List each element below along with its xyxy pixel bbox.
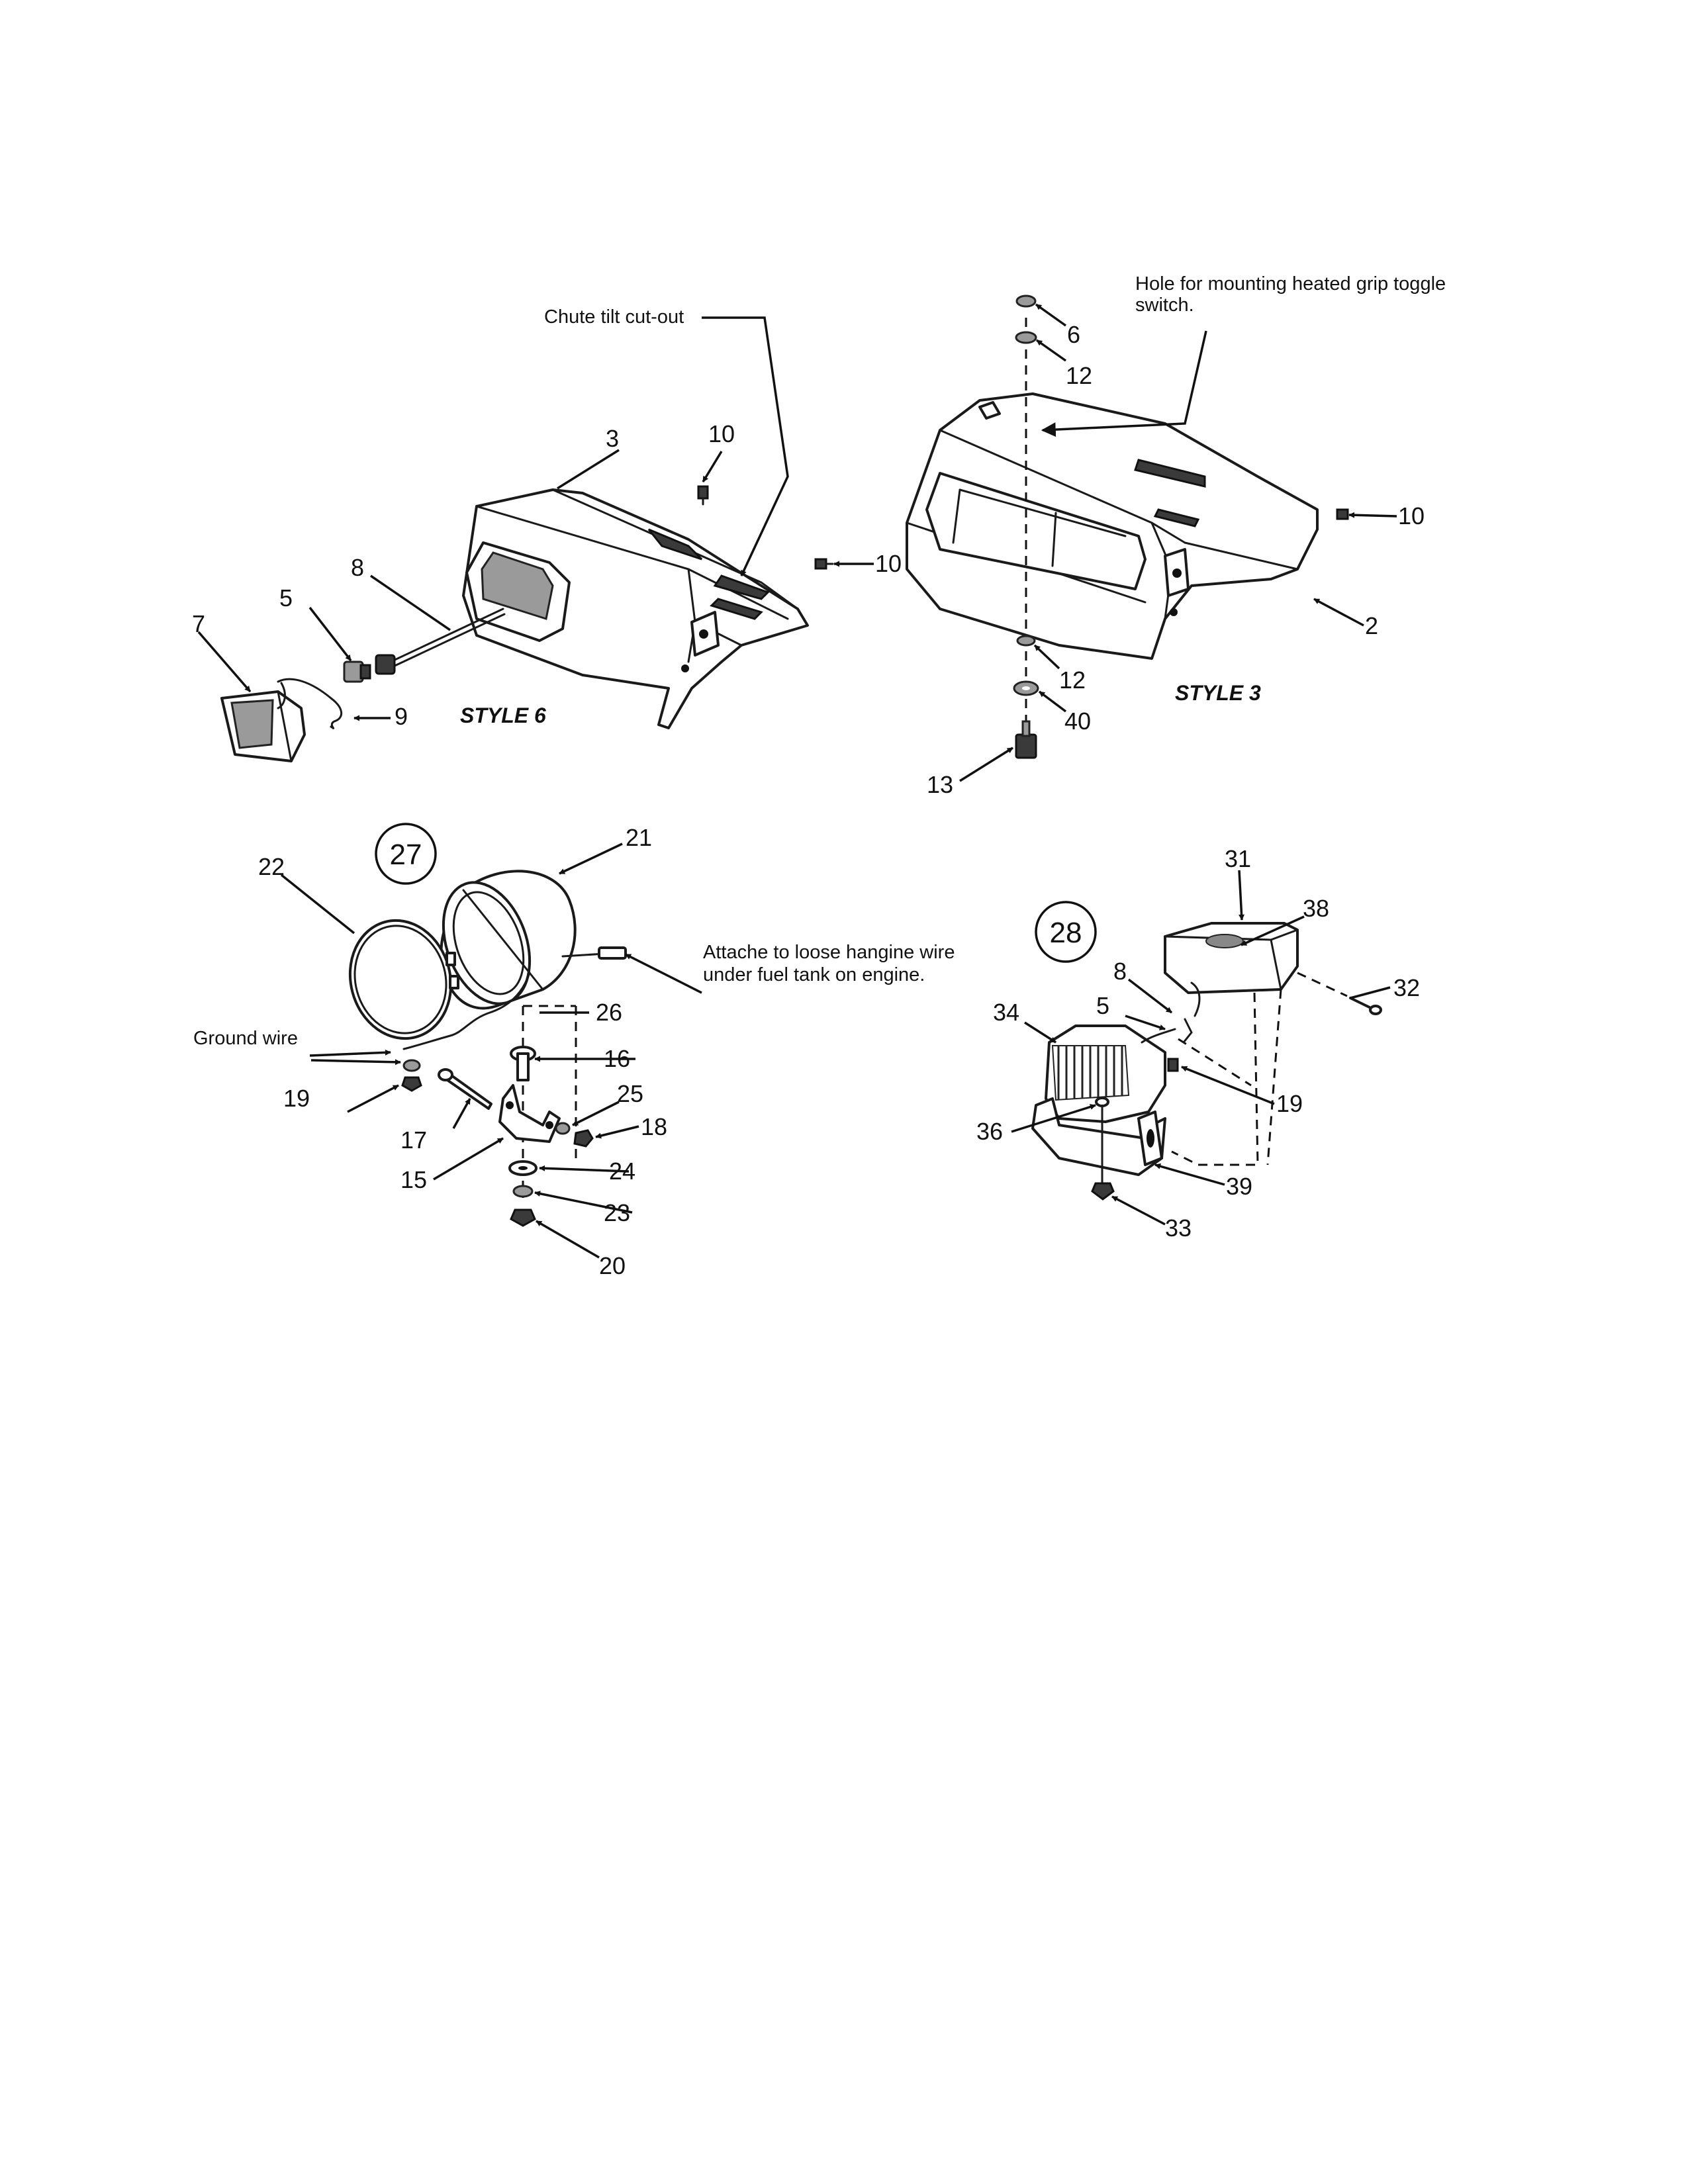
- nut-33: [1091, 1182, 1115, 1201]
- nut-20: [510, 1208, 536, 1227]
- part-number: 32: [1393, 974, 1420, 1001]
- bolt-16: [510, 1046, 536, 1081]
- note-chute-tilt: Chute tilt cut-out: [544, 306, 684, 328]
- note-hole-line1: Hole for mounting heated grip toggle: [1135, 273, 1446, 295]
- part-number: 10: [708, 420, 735, 447]
- style3-assembly: [906, 295, 1397, 782]
- nut-6: [1015, 295, 1037, 308]
- screw-10-style3: [1336, 508, 1349, 520]
- part-number: 26: [596, 999, 622, 1026]
- style6-assembly: [197, 316, 874, 762]
- part-number: 21: [626, 824, 652, 851]
- part-number: 13: [927, 771, 953, 798]
- nut-18: [573, 1129, 594, 1148]
- part-number: 10: [875, 550, 902, 577]
- part-number: 25: [617, 1080, 643, 1107]
- part-number: 10: [1398, 502, 1425, 529]
- washer-12-bottom: [1016, 635, 1036, 647]
- part-number: 5: [279, 584, 293, 612]
- washer-24: [508, 1160, 538, 1176]
- harness-8: [375, 608, 506, 675]
- part-number: 40: [1064, 707, 1091, 735]
- part-number: 23: [604, 1199, 630, 1226]
- part-number: 24: [609, 1158, 635, 1185]
- dash-panel-style3: [906, 392, 1319, 660]
- part-number: 38: [1303, 895, 1329, 922]
- part-number: 12: [1059, 666, 1086, 694]
- lens-34: [1045, 1024, 1166, 1123]
- mount-bracket-39: [1031, 1097, 1166, 1176]
- part-number: 2: [1365, 612, 1378, 639]
- wire-9: [277, 678, 343, 729]
- socket-5-28: [1141, 1028, 1176, 1044]
- callout-27-label: 27: [390, 839, 422, 871]
- part-number: 22: [258, 853, 285, 880]
- nut-19-28: [1167, 1058, 1179, 1072]
- part-number: 19: [1276, 1090, 1303, 1117]
- toggle-switch-13: [1015, 720, 1037, 759]
- part-number: 8: [1113, 958, 1127, 985]
- screw-10-side: [814, 558, 834, 570]
- part-number: 7: [192, 610, 205, 637]
- part-number: 6: [1067, 321, 1080, 348]
- bolt-17: [438, 1068, 492, 1110]
- part-number: 8: [351, 554, 364, 581]
- style6-label: STYLE 6: [460, 704, 546, 727]
- screw-10-top: [697, 485, 709, 506]
- part-number: 9: [395, 703, 408, 730]
- note-attach-line2: under fuel tank on engine.: [703, 964, 925, 985]
- part-number: 19: [283, 1085, 310, 1112]
- lockwasher-23: [512, 1185, 534, 1198]
- light-lens-22: [348, 919, 459, 1040]
- light-housing-31: [1164, 922, 1299, 994]
- part-number: 17: [400, 1126, 427, 1154]
- part-number: 3: [606, 425, 619, 452]
- part-number: 31: [1225, 845, 1251, 872]
- part-number: 20: [599, 1252, 626, 1279]
- note-attach-line1: Attache to loose hangine wire: [703, 942, 955, 963]
- callout-28: 28: [1035, 901, 1097, 963]
- part-number: 5: [1096, 992, 1109, 1019]
- part-number: 18: [641, 1113, 667, 1140]
- part-number: 15: [400, 1166, 427, 1193]
- wire-8-28: [1190, 981, 1201, 1017]
- bolt-32: [1349, 997, 1382, 1015]
- note-ground-wire: Ground wire: [193, 1028, 298, 1049]
- part-number: 34: [993, 999, 1019, 1026]
- bolt-36: [1095, 1097, 1109, 1189]
- washer-12-top: [1015, 331, 1037, 344]
- note-hole-line2: switch.: [1135, 295, 1194, 316]
- dash-panel-style6: [462, 488, 809, 729]
- part-number: 39: [1226, 1173, 1252, 1200]
- style3-label: STYLE 3: [1175, 681, 1261, 705]
- washer-25: [555, 1122, 571, 1135]
- nut-19: [401, 1059, 422, 1092]
- part-number: 36: [976, 1118, 1003, 1145]
- light-assembly-27: [280, 842, 702, 1259]
- part-number: 16: [604, 1045, 630, 1072]
- light-assembly-28: [1011, 870, 1391, 1226]
- washer-40: [1013, 680, 1039, 696]
- light-lens-7: [220, 690, 306, 762]
- part-number: 12: [1066, 362, 1092, 389]
- light-housing-21: [402, 870, 627, 1050]
- callout-28-label: 28: [1050, 917, 1082, 949]
- part-numbers: 3 10 10 8 5 7 9 6 12 10 2 12 40 13 22 21…: [192, 321, 1425, 1279]
- bracket-15: [498, 1084, 561, 1143]
- callout-27: 27: [375, 823, 437, 885]
- socket-5: [343, 660, 371, 683]
- part-number: 33: [1165, 1214, 1192, 1242]
